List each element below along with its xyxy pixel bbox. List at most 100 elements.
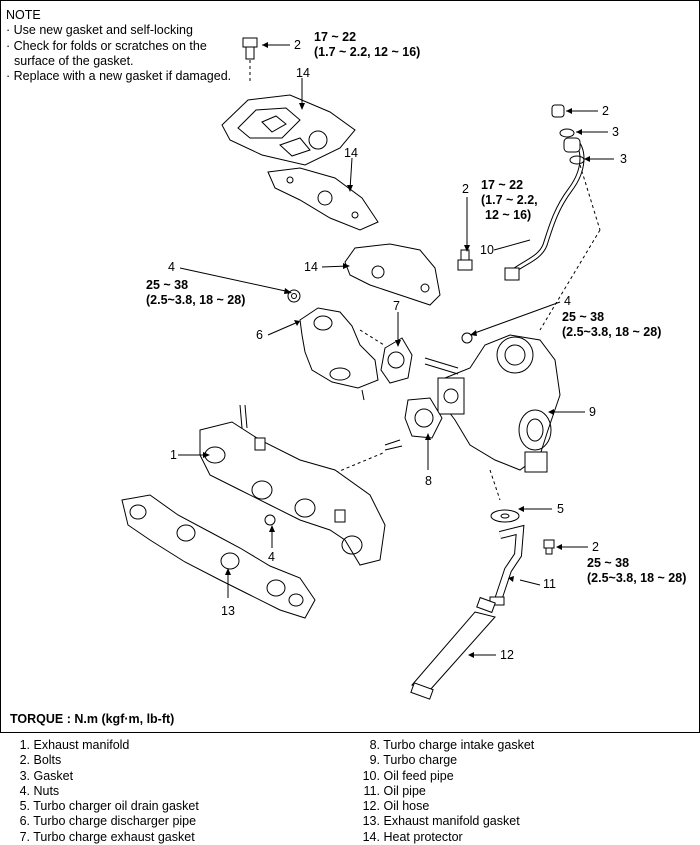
callout-9: 9 — [589, 405, 596, 419]
legend-label: Turbo charge exhaust gasket — [33, 829, 195, 844]
torque-mid-detail-1: (1.7 ~ 2.2, — [481, 193, 538, 207]
legend-label: Turbo charge — [383, 753, 458, 768]
legend-label: Turbo charger oil drain gasket — [33, 799, 199, 814]
torque-unit-label: TORQUE : N.m (kgf·m, lb-ft) — [10, 712, 175, 726]
callout-3-b: 3 — [620, 152, 627, 166]
callout-14-middle: 14 — [344, 146, 358, 160]
callout-14-upper: 14 — [296, 66, 310, 80]
legend-item: 1. Exhaust manifold — [2, 738, 199, 753]
bolt-bottom-part — [543, 539, 555, 555]
oil-pipe-bolt-part — [539, 104, 601, 331]
callout-8: 8 — [425, 474, 432, 488]
note-block: NOTE · Use new gasket and self-locking ·… — [6, 8, 231, 84]
legend-num: 1. — [19, 738, 30, 752]
torque-right-detail: (2.5~3.8, 18 ~ 28) — [562, 325, 662, 339]
arrowheads — [203, 42, 590, 658]
torque-bottom-detail: (2.5~3.8, 18 ~ 28) — [587, 571, 687, 585]
heat-protector-lower-part — [344, 243, 441, 306]
callout-5: 5 — [557, 502, 564, 516]
nut-bottom-part — [264, 514, 276, 526]
torque-right-value: 25 ~ 38 — [562, 310, 605, 324]
callout-2-oil: 2 — [602, 104, 609, 118]
legend-label: Heat protector — [383, 829, 463, 844]
callout-3-a: 3 — [612, 125, 619, 139]
callout-2-top: 2 — [294, 38, 301, 52]
drain-gasket-part — [490, 509, 520, 523]
callout-1: 1 — [170, 448, 177, 462]
note-line-4: · Replace with a new gasket if damaged. — [6, 69, 232, 84]
legend-num: 14. — [362, 829, 380, 844]
torque-top-value: 17 ~ 22 — [314, 30, 357, 44]
torque-spec-top: 17 ~ 22 (1.7 ~ 2.2, 12 ~ 16) — [314, 30, 420, 60]
legend-num: 11. — [363, 783, 380, 798]
torque-spec-right: 25 ~ 38 (2.5~3.8, 18 ~ 28) — [562, 310, 661, 340]
bolt-mid-part — [457, 249, 473, 271]
legend-num: 10. — [362, 768, 380, 783]
legend-num: 8. — [369, 738, 380, 752]
legend-item: 4. Nuts — [2, 784, 199, 799]
torque-left-value: 25 ~ 38 — [146, 278, 189, 292]
legend-item: 5. Turbo charger oil drain gasket — [2, 799, 199, 814]
legend-item: 3. Gasket — [2, 769, 199, 784]
callout-7: 7 — [393, 299, 400, 313]
legend-item: 7. Turbo charge exhaust gasket — [2, 830, 199, 845]
callout-2-mid: 2 — [462, 182, 469, 196]
legend-item: 8. Turbo charge intake gasket — [352, 738, 535, 753]
legend-item: 13. Exhaust manifold gasket — [352, 814, 534, 829]
callout-6: 6 — [256, 328, 263, 342]
torque-spec-bottom: 25 ~ 38 (2.5~3.8, 18 ~ 28) — [587, 556, 686, 586]
legend-left-column: 1. Exhaust manifold 2. Bolts 3. Gasket 4… — [2, 738, 199, 845]
legend-num: 6. — [19, 814, 30, 829]
legend-item: 9. Turbo charge — [352, 753, 534, 768]
torque-mid-detail-2: 12 ~ 16) — [485, 208, 532, 222]
legend-num: 7. — [19, 829, 30, 844]
legend-label: Turbo charge intake gasket — [383, 738, 535, 752]
oil-pipe-part — [489, 524, 525, 606]
nut-right-part — [461, 332, 473, 344]
manifold-gasket-part — [121, 494, 316, 619]
heat-protector-upper-part — [221, 94, 356, 166]
legend-label: Bolts — [33, 753, 62, 768]
legend-label: Oil hose — [383, 799, 430, 814]
legend-label: Exhaust manifold — [33, 738, 130, 752]
exhaust-gasket-part — [359, 329, 413, 384]
legend-num: 3. — [19, 768, 30, 783]
legend-label: Oil feed pipe — [383, 768, 454, 783]
legend-item: 6. Turbo charge discharger pipe — [2, 814, 199, 829]
bolt-top-part — [242, 37, 258, 82]
legend-num: 9. — [369, 753, 380, 768]
legend-item: 14. Heat protector — [352, 830, 534, 845]
torque-top-detail: (1.7 ~ 2.2, 12 ~ 16) — [314, 45, 421, 59]
heat-protector-middle-part — [267, 167, 379, 231]
legend-num: 4. — [19, 783, 30, 798]
legend-num: 2. — [19, 753, 30, 768]
torque-left-detail: (2.5~3.8, 18 ~ 28) — [146, 293, 246, 307]
exhaust-manifold-part — [199, 404, 386, 566]
legend-label: Oil pipe — [383, 783, 426, 798]
callout-2-bottom: 2 — [592, 540, 599, 554]
note-line-3: surface of the gasket. — [14, 53, 134, 68]
intake-gasket-part — [329, 397, 443, 476]
legend-num: 12. — [362, 799, 380, 814]
callout-14-lower: 14 — [304, 260, 318, 274]
legend-num: 5. — [19, 799, 30, 814]
callout-11: 11 — [543, 577, 556, 591]
callout-13: 13 — [221, 604, 235, 618]
legend-num: 13. — [362, 814, 380, 829]
discharge-pipe-part — [299, 307, 379, 401]
legend-item: 11. Oil pipe — [352, 784, 534, 799]
legend-label: Gasket — [33, 768, 74, 783]
torque-spec-mid: 17 ~ 22 (1.7 ~ 2.2, 12 ~ 16) — [481, 178, 538, 223]
legend-right-column: 8. Turbo charge intake gasket 9. Turbo c… — [352, 738, 535, 845]
legend-item: 2. Bolts — [2, 753, 199, 768]
torque-bottom-value: 25 ~ 38 — [587, 556, 630, 570]
legend-item: 12. Oil hose — [352, 799, 534, 814]
legend-label: Nuts — [33, 783, 60, 798]
callout-4-left: 4 — [168, 260, 175, 274]
turbocharger-part — [424, 334, 561, 501]
callout-12: 12 — [500, 648, 514, 662]
legend-divider — [0, 732, 700, 733]
note-line-1: · Use new gasket and self-locking — [6, 23, 193, 38]
note-line-2: · Check for folds or scratches on the — [6, 38, 207, 53]
legend-label: Turbo charge discharger pipe — [33, 814, 197, 829]
